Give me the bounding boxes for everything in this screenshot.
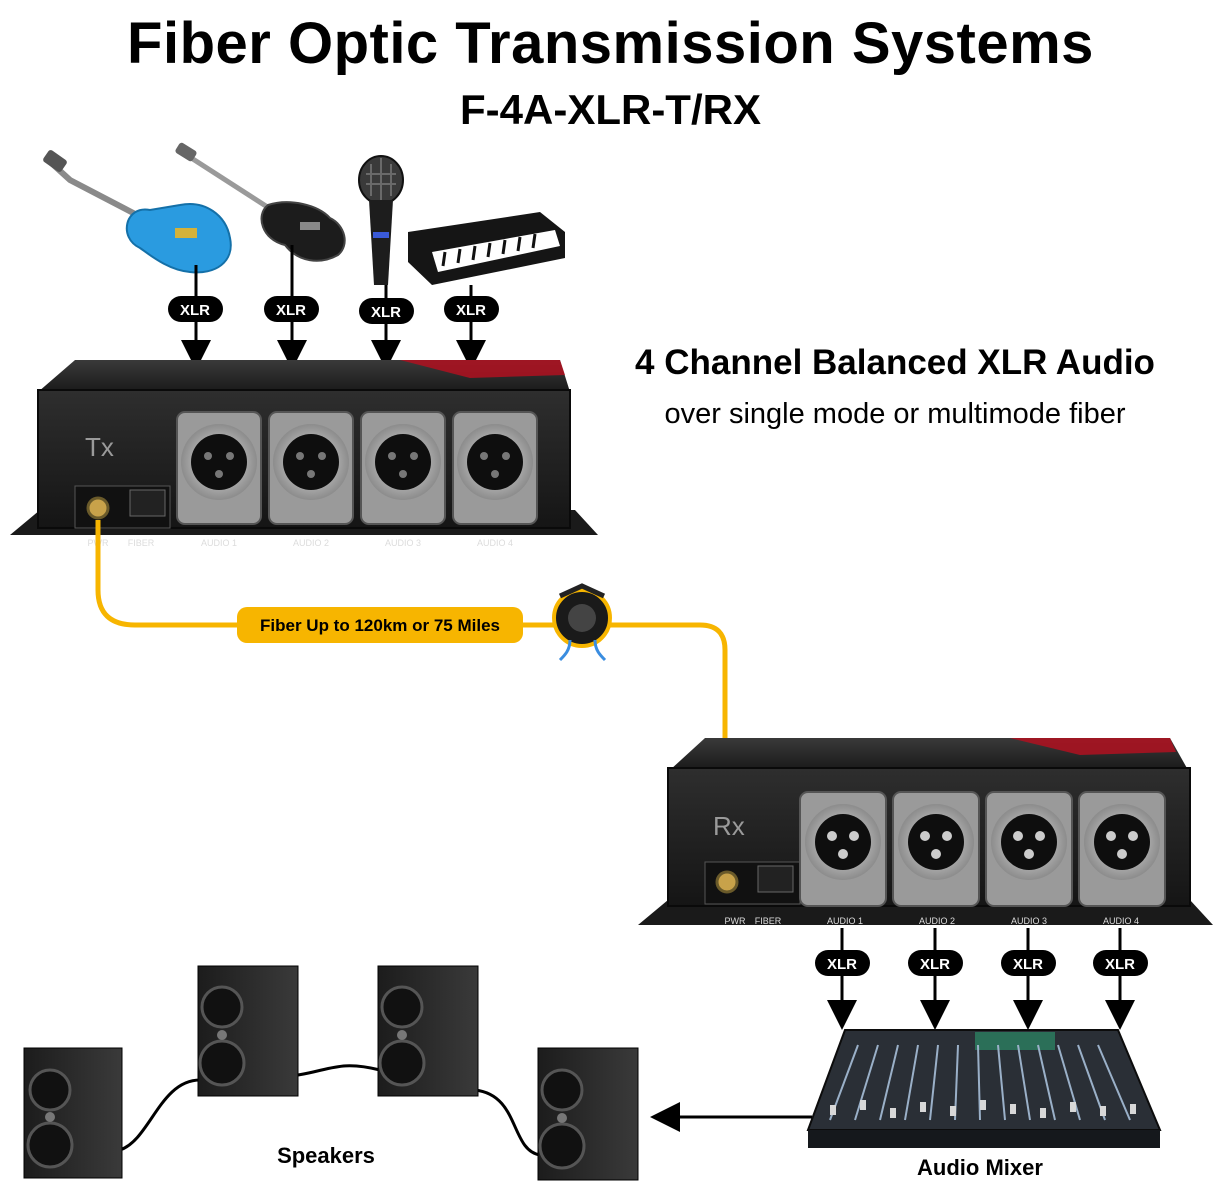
tx-port-label: AUDIO 1 <box>201 538 237 548</box>
svg-text:XLR: XLR <box>276 302 306 319</box>
mixer-cables <box>827 928 1135 1030</box>
bass-guitar-icon <box>175 142 346 262</box>
speaker-icon <box>23 1047 123 1179</box>
xlr-badge: XLR <box>264 296 319 322</box>
svg-text:XLR: XLR <box>180 302 210 319</box>
svg-text:XLR: XLR <box>827 956 857 973</box>
svg-text:XLR: XLR <box>920 956 950 973</box>
keyboard-icon <box>408 212 565 285</box>
fiber-reel-icon <box>552 583 612 662</box>
xlr-male-jack-4 <box>1078 791 1166 907</box>
audio-mixer-icon <box>806 1029 1162 1148</box>
fiber-port-icon <box>715 870 739 894</box>
microphone-icon <box>358 155 404 285</box>
fiber-distance-badge: Fiber Up to 120km or 75 Miles <box>237 607 523 643</box>
xlr-badge: XLR <box>444 296 499 322</box>
rx-fiber-label: FIBER <box>755 916 782 926</box>
tx-fiber-label: FIBER <box>128 538 155 548</box>
speaker-icon <box>197 965 299 1097</box>
xlr-female-jack-3 <box>360 411 446 525</box>
feature-subheadline: over single mode or multimode fiber <box>664 398 1126 430</box>
xlr-male-jack-3 <box>985 791 1073 907</box>
speaker-icon <box>537 1047 639 1181</box>
xlr-female-jack-4 <box>452 411 538 525</box>
tx-port-label: AUDIO 3 <box>385 538 421 548</box>
xlr-female-jack-1 <box>176 411 262 525</box>
svg-text:XLR: XLR <box>1105 956 1135 973</box>
xlr-badge: XLR <box>168 296 223 322</box>
speakers-label: Speakers <box>277 1143 375 1168</box>
rx-label: Rx <box>713 811 745 841</box>
tx-device: Tx PWR FIBER AUDIO 1 AUDIO 2 AUDIO 3 AUD… <box>10 360 598 548</box>
tx-port-label: AUDIO 2 <box>293 538 329 548</box>
speaker-wires <box>119 1064 541 1157</box>
svg-text:Fiber Up to 120km or 75 Miles: Fiber Up to 120km or 75 Miles <box>260 616 500 635</box>
svg-text:XLR: XLR <box>1013 956 1043 973</box>
fiber-cable <box>95 520 728 870</box>
audio-mixer-label: Audio Mixer <box>917 1155 1043 1180</box>
xlr-female-jack-2 <box>268 411 354 525</box>
feature-headline: 4 Channel Balanced XLR Audio <box>635 343 1155 382</box>
xlr-male-jack-2 <box>892 791 980 907</box>
xlr-male-jack-1 <box>799 791 887 907</box>
rx-port-label: AUDIO 2 <box>919 916 955 926</box>
speaker-icon <box>377 965 479 1097</box>
fiber-port-icon <box>86 496 110 520</box>
electric-guitar-icon <box>43 150 232 274</box>
tx-port-label: AUDIO 4 <box>477 538 513 548</box>
page-title: Fiber Optic Transmission Systems <box>127 11 1094 76</box>
model-subtitle: F-4A-XLR-T/RX <box>460 86 761 133</box>
rx-port-label: AUDIO 1 <box>827 916 863 926</box>
rx-port-label: AUDIO 4 <box>1103 916 1139 926</box>
rx-port-label: AUDIO 3 <box>1011 916 1047 926</box>
rx-xlr-jacks <box>799 791 1166 907</box>
svg-text:XLR: XLR <box>456 302 486 319</box>
xlr-badge: XLR <box>1001 950 1056 976</box>
xlr-badge: XLR <box>908 950 963 976</box>
xlr-badge: XLR <box>1093 950 1148 976</box>
tx-xlr-jacks <box>176 411 538 525</box>
xlr-badge: XLR <box>359 298 414 324</box>
svg-text:XLR: XLR <box>371 304 401 321</box>
tx-label: Tx <box>85 432 114 462</box>
rx-pwr-label: PWR <box>725 916 746 926</box>
xlr-badge: XLR <box>815 950 870 976</box>
rx-device: Rx PWR FIBER AUDIO 1 AUDIO 2 AUDIO 3 AUD… <box>638 738 1213 926</box>
